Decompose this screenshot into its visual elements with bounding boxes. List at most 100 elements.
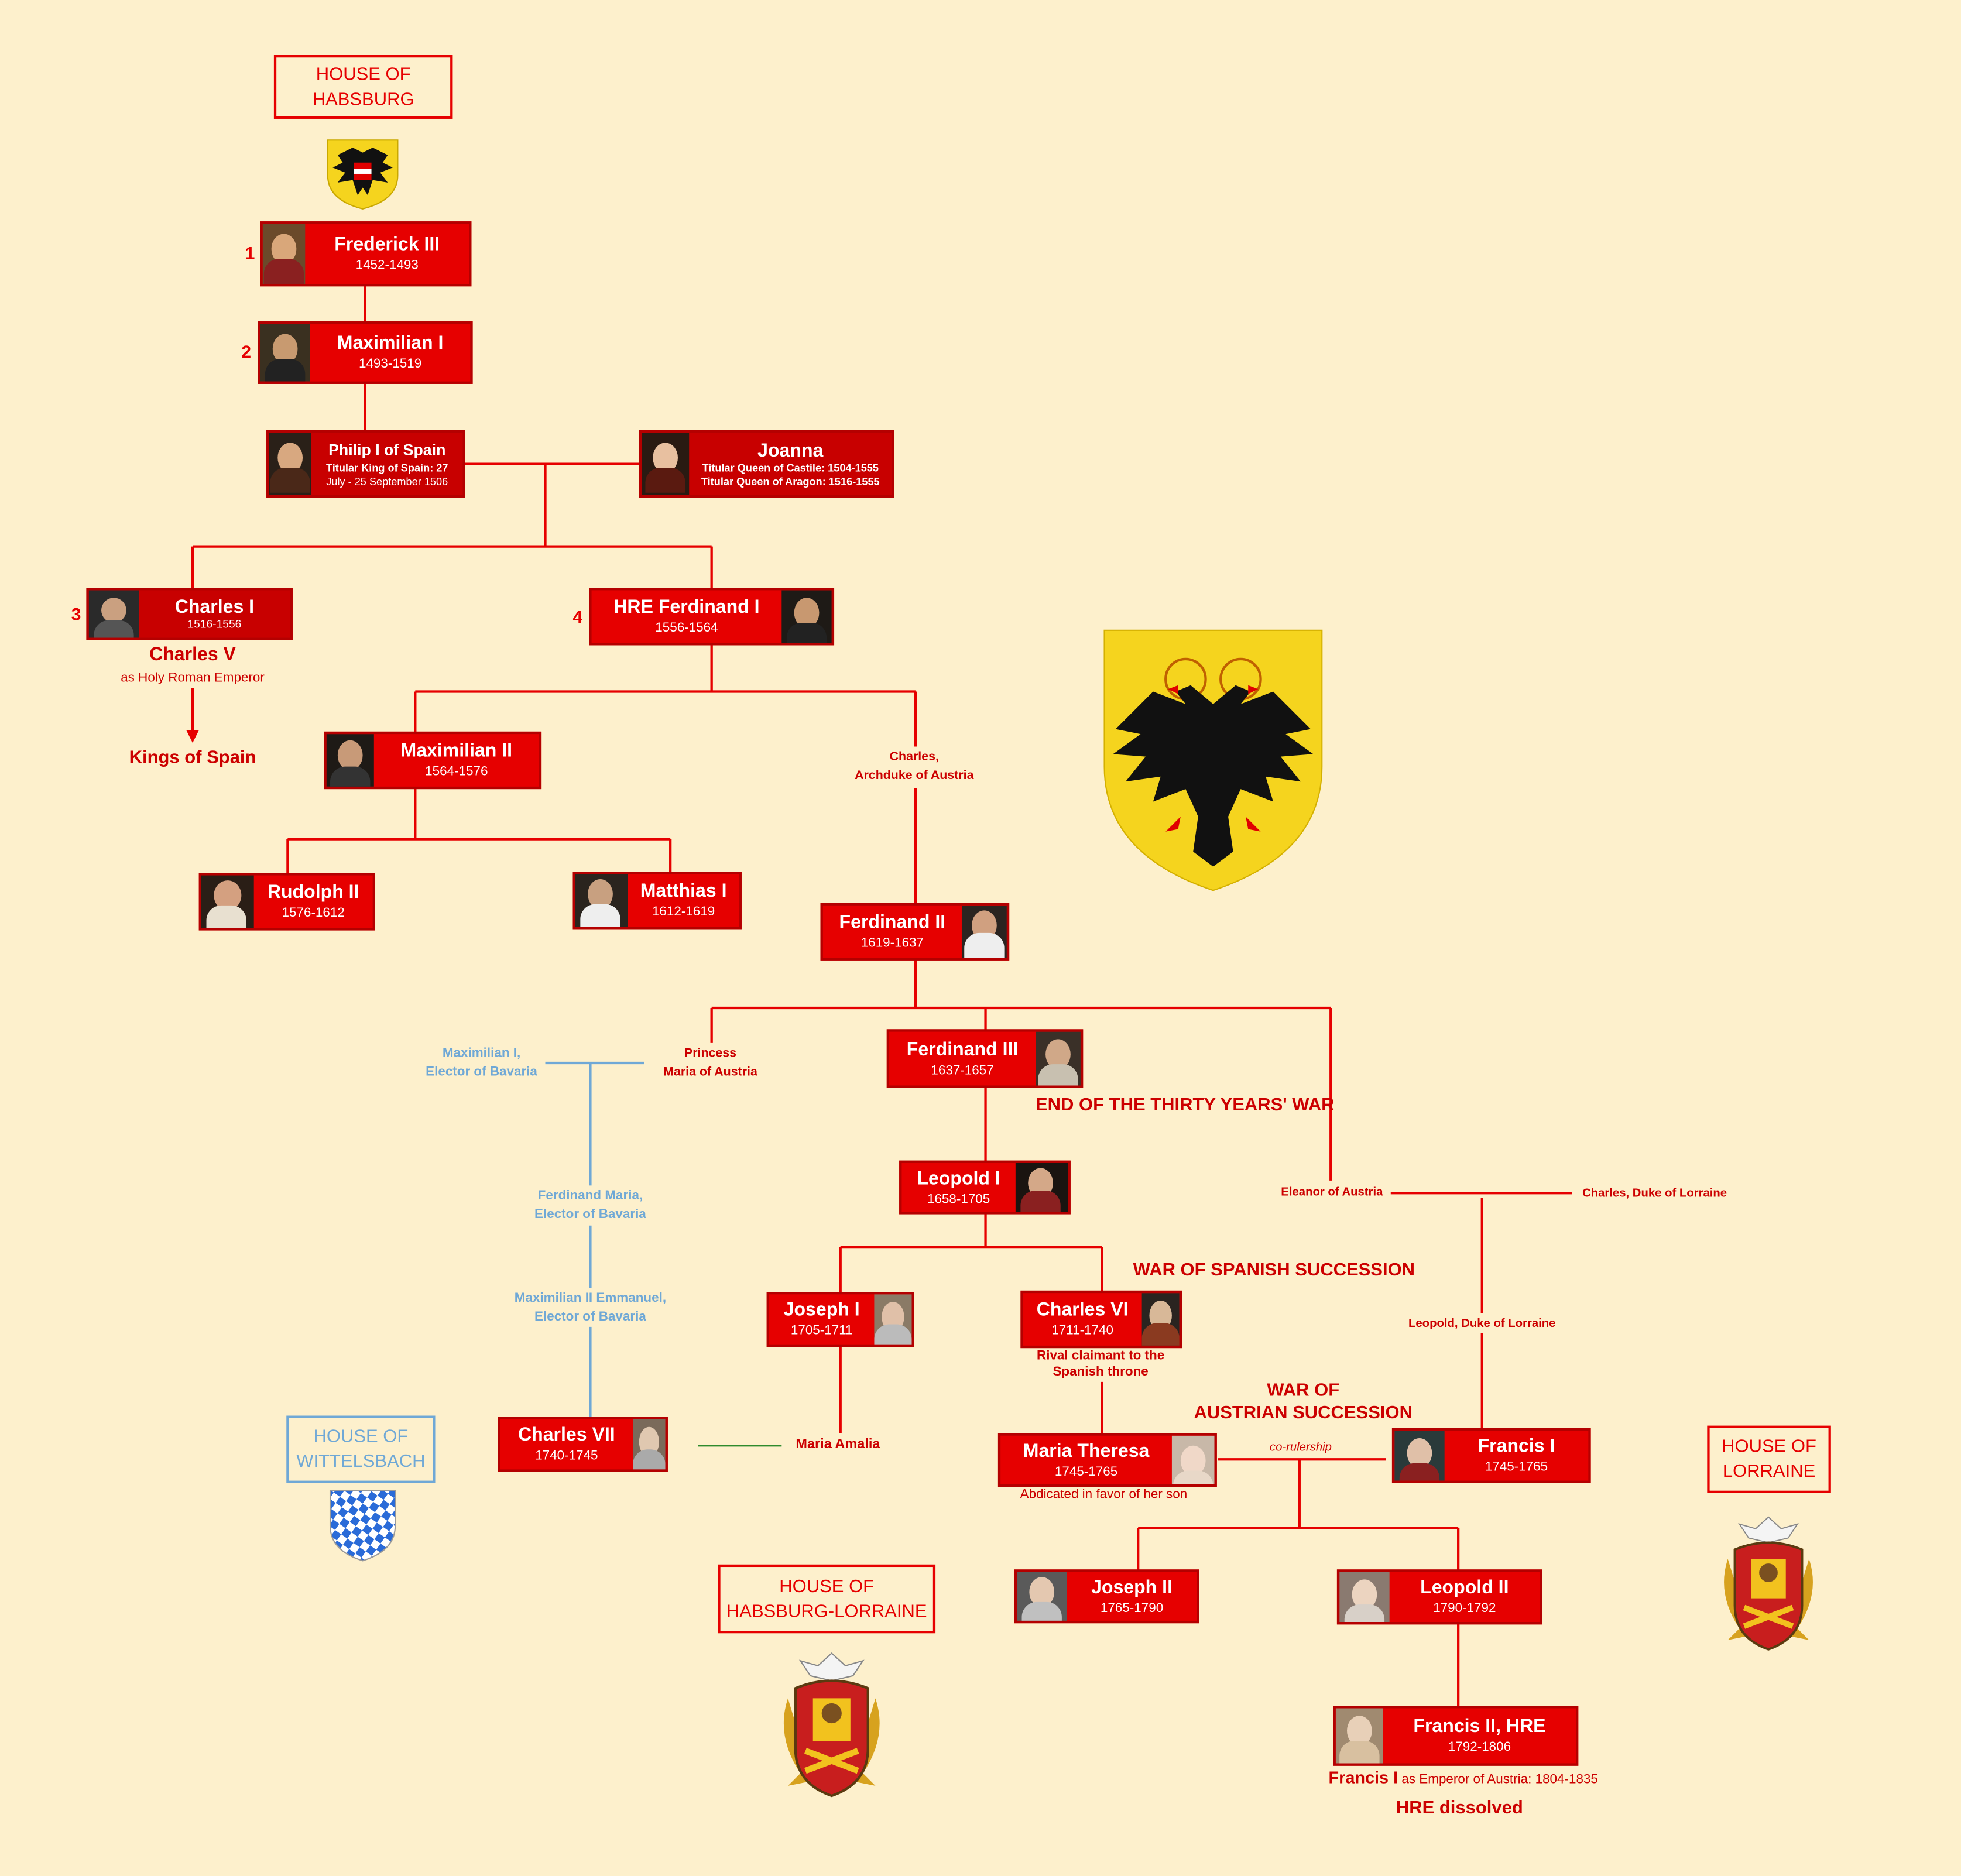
ruler-title-line-2: Titular Queen of Aragon: 1516-1555 xyxy=(701,474,880,488)
maria-amalia-label: Maria Amalia xyxy=(796,1436,880,1452)
ruler-years: 1637-1657 xyxy=(931,1062,994,1078)
house-line-2: WITTELSBACH xyxy=(296,1452,426,1472)
ruler-name: Matthias I xyxy=(640,880,727,902)
label-line-2: Elector of Bavaria xyxy=(426,1064,537,1079)
bavaria-lozenge-shield-icon xyxy=(329,1490,396,1562)
label-line-1: Charles, xyxy=(889,750,939,764)
francis-i-austria-title: as Emperor of Austria: xyxy=(1401,1772,1532,1788)
label-line-1: Maximilian I, xyxy=(442,1045,521,1061)
portrait-image xyxy=(961,905,1007,958)
label-line-2: Archduke of Austria xyxy=(855,769,974,783)
portrait-image xyxy=(326,734,374,787)
house-line-1: HOUSE OF xyxy=(316,64,411,85)
charles-lorraine-label: Charles, Duke of Lorraine xyxy=(1582,1186,1727,1201)
portrait-image xyxy=(260,324,310,382)
maximilian-i-bavaria-label: Maximilian I, Elector of Bavaria xyxy=(400,1044,563,1082)
ruler-name: Ferdinand II xyxy=(839,911,946,933)
label-line-1: Ferdinand Maria, xyxy=(537,1188,643,1203)
portrait-image xyxy=(1036,1031,1081,1086)
portrait-image xyxy=(1016,1572,1067,1621)
ruler-title-line-2: July - 25 September 1506 xyxy=(326,474,448,488)
habsburg-lorraine-crest-icon xyxy=(783,1652,880,1798)
eleanor-label: Eleanor of Austria xyxy=(1281,1185,1383,1199)
austrian-succession-label: WAR OF AUSTRIAN SUCCESSION xyxy=(1181,1380,1426,1425)
thirty-years-war-label: END OF THE THIRTY YEARS' WAR xyxy=(1036,1095,1335,1116)
ruler-years: 1516-1556 xyxy=(187,618,242,630)
princess-maria-label: Princess Maria of Austria xyxy=(635,1044,785,1082)
house-line-1: HOUSE OF xyxy=(779,1576,875,1597)
maximilian-ii-emmanuel-label: Maximilian II Emmanuel, Elector of Bavar… xyxy=(491,1289,691,1327)
ruler-box-ferdinand-iii[interactable]: Ferdinand III 1637-1657 xyxy=(886,1029,1084,1088)
ruler-name: Joseph II xyxy=(1091,1576,1173,1598)
portrait-image xyxy=(633,1419,666,1470)
ruler-name: Leopold II xyxy=(1420,1577,1509,1599)
ruler-years: 1711-1740 xyxy=(1051,1323,1113,1339)
ruler-years: 1658-1705 xyxy=(927,1191,990,1206)
portrait-image xyxy=(575,874,628,927)
ruler-name: Charles VII xyxy=(517,1424,615,1446)
habsburg-eagle-shield-icon xyxy=(327,139,399,210)
ruler-years: 1765-1790 xyxy=(1100,1600,1164,1616)
label-line-1: Maximilian II Emmanuel, xyxy=(514,1290,667,1306)
ruler-years: 1740-1745 xyxy=(535,1448,598,1463)
label-line-1: Rival claimant to the xyxy=(1037,1348,1165,1363)
label-line-2: Elector of Bavaria xyxy=(534,1206,646,1222)
ferdinand-maria-label: Ferdinand Maria, Elector of Bavaria xyxy=(503,1187,678,1225)
label-line-2: Maria of Austria xyxy=(663,1065,757,1079)
ruler-title-line-1: Titular King of Spain: 27 xyxy=(325,461,448,474)
ruler-name: Maximilian I xyxy=(337,332,444,354)
portrait-image xyxy=(874,1294,912,1345)
ruler-box-charles-vii[interactable]: Charles VII 1740-1745 xyxy=(498,1417,668,1472)
house-line-1: HOUSE OF xyxy=(1722,1436,1816,1457)
ruler-name: Ferdinand III xyxy=(906,1038,1019,1060)
ruler-years: 1745-1765 xyxy=(1485,1459,1548,1474)
portrait-image xyxy=(781,590,832,643)
holy-roman-empire-eagle-shield-icon xyxy=(1103,629,1323,891)
portrait-image xyxy=(88,590,139,638)
francis-i-austria-years: 1804-1835 xyxy=(1535,1772,1598,1788)
hre-dissolved-label: HRE dissolved xyxy=(1396,1798,1523,1819)
ruler-number: 2 xyxy=(241,341,252,362)
lorraine-crest-icon xyxy=(1724,1516,1813,1651)
house-of-lorraine-label: HOUSE OF LORRAINE xyxy=(1707,1425,1831,1493)
francis-i-austria-name: Francis I xyxy=(1328,1768,1398,1788)
ruler-number: 1 xyxy=(245,242,255,263)
ruler-name: Maximilian II xyxy=(400,740,513,762)
portrait-image xyxy=(1339,1572,1390,1623)
ruler-name: Francis I xyxy=(1477,1435,1555,1457)
portrait-image xyxy=(269,433,311,496)
ruler-box-francis-i[interactable]: Francis I 1745-1765 xyxy=(1391,1428,1591,1483)
house-of-wittelsbach-label: HOUSE OF WITTELSBACH xyxy=(286,1415,436,1483)
label-line-2: Spanish throne xyxy=(1053,1364,1149,1380)
kings-of-spain-label: Kings of Spain xyxy=(129,747,256,768)
ruler-box-joseph-ii[interactable]: Joseph II 1765-1790 xyxy=(1014,1569,1199,1624)
ruler-years: 1612-1619 xyxy=(652,904,715,920)
portrait-image xyxy=(262,224,306,284)
rival-claimant-note: Rival claimant to the Spanish throne xyxy=(1007,1348,1194,1381)
house-of-habsburg-label: HOUSE OF HABSBURG xyxy=(273,55,453,119)
label-line-2: Elector of Bavaria xyxy=(534,1309,646,1325)
ruler-title-line-1: Titular Queen of Castile: 1504-1555 xyxy=(702,461,879,474)
ruler-box-matthias-i[interactable]: Matthias I 1612-1619 xyxy=(572,872,742,930)
ruler-number: 3 xyxy=(71,603,81,625)
ruler-name: Frederick III xyxy=(334,234,440,255)
ruler-name: HRE Ferdinand I xyxy=(613,596,760,618)
francis-i-austria-note: Francis I as Emperor of Austria: 1804-18… xyxy=(1301,1768,1626,1787)
